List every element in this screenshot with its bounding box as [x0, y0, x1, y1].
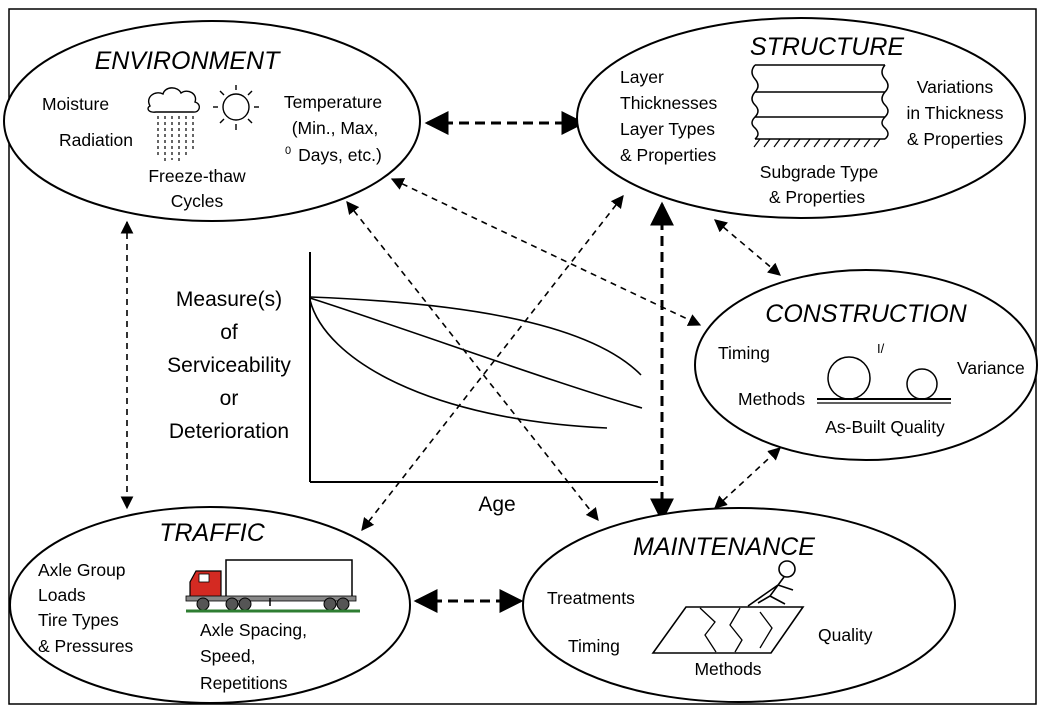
ylabel-line-1: Measure(s) [176, 288, 282, 311]
traffic-right-2: Speed, [200, 646, 255, 666]
structure-layers-4: & Properties [620, 145, 717, 165]
env-temperature-2: (Min., Max, [292, 118, 379, 138]
structure-subgrade-2: & Properties [769, 187, 866, 207]
sun-icon [213, 85, 259, 130]
env-radiation: Radiation [59, 130, 133, 150]
ylabel-line-3: Serviceability [167, 354, 291, 377]
maintenance-node: MAINTENANCE Treatments Timing Quality Me… [522, 507, 956, 703]
structure-variations-1: Variations [917, 77, 994, 97]
curve-lower [309, 299, 608, 429]
truck-icon [185, 559, 360, 613]
env-moisture: Moisture [42, 94, 109, 114]
env-freeze-thaw-1: Freeze-thaw [148, 166, 246, 186]
traffic-title: TRAFFIC [159, 519, 265, 547]
construction-methods: Methods [738, 389, 805, 409]
chart-y-label: Measure(s) of Serviceability or Deterior… [167, 288, 291, 443]
construction-as-built: As-Built Quality [825, 417, 945, 437]
construction-variance: Variance [957, 358, 1025, 378]
structure-variations-2: in Thickness [907, 103, 1004, 123]
traffic-left-2: Loads [38, 585, 86, 605]
chart-x-label: Age [478, 493, 515, 516]
roller-compactor-icon [817, 356, 951, 404]
arrow-environment-maintenance [346, 200, 599, 522]
structure-layers-2: Thicknesses [620, 93, 718, 113]
maintenance-oval [522, 507, 956, 703]
maintenance-timing: Timing [568, 636, 620, 656]
maintenance-treatments: Treatments [547, 588, 635, 608]
construction-node: CONSTRUCTION Timing I/ Variance Methods … [694, 269, 1038, 461]
structure-subgrade-1: Subgrade Type [760, 162, 878, 182]
maintenance-quality: Quality [818, 625, 873, 645]
structure-node: STRUCTURE Layer Thicknesses Layer Types … [576, 17, 1026, 219]
traffic-left-4: & Pressures [38, 636, 134, 656]
connections [120, 111, 781, 613]
traffic-left-3: Tire Types [38, 610, 119, 630]
pavement-layers-icon [751, 64, 889, 148]
serviceability-chart: Measure(s) of Serviceability or Deterior… [167, 252, 658, 516]
construction-timing: Timing [718, 343, 770, 363]
curve-middle [309, 297, 643, 409]
maintenance-title: MAINTENANCE [633, 533, 815, 561]
structure-layers-1: Layer [620, 67, 664, 87]
construction-title: CONSTRUCTION [765, 300, 967, 328]
arrow-maintenance-construction [714, 447, 781, 509]
structure-oval [576, 17, 1026, 219]
structure-title: STRUCTURE [750, 33, 904, 61]
arrow-environment-construction [390, 178, 702, 326]
env-temperature-1: Temperature [284, 92, 382, 112]
environment-node: ENVIRONMENT Moisture Radiation [3, 20, 421, 222]
arrow-structure-construction [714, 219, 781, 276]
rain-cloud-icon [147, 87, 200, 164]
environment-oval [3, 20, 421, 222]
construction-quote-mark: I/ [877, 341, 885, 356]
ylabel-line-2: of [220, 321, 238, 344]
env-degree-mark: 0 [285, 145, 291, 157]
traffic-oval [9, 506, 411, 704]
structure-layers-3: Layer Types [620, 119, 715, 139]
arrow-structure-traffic [361, 194, 624, 532]
maintenance-methods: Methods [694, 659, 761, 679]
structure-variations-3: & Properties [907, 129, 1004, 149]
traffic-node: TRAFFIC Axle Group Loads Tire Types & Pr… [9, 506, 411, 704]
curve-upper [309, 296, 642, 376]
traffic-right-1: Axle Spacing, [200, 620, 307, 640]
environment-title: ENVIRONMENT [95, 47, 281, 75]
env-freeze-thaw-2: Cycles [171, 191, 224, 211]
ylabel-line-5: Deterioration [169, 420, 289, 443]
ylabel-line-4: or [220, 387, 239, 410]
env-temperature-3: Days, etc.) [298, 145, 382, 165]
traffic-right-3: Repetitions [200, 673, 288, 693]
crack-sealing-worker-icon [651, 560, 805, 654]
traffic-left-1: Axle Group [38, 560, 126, 580]
